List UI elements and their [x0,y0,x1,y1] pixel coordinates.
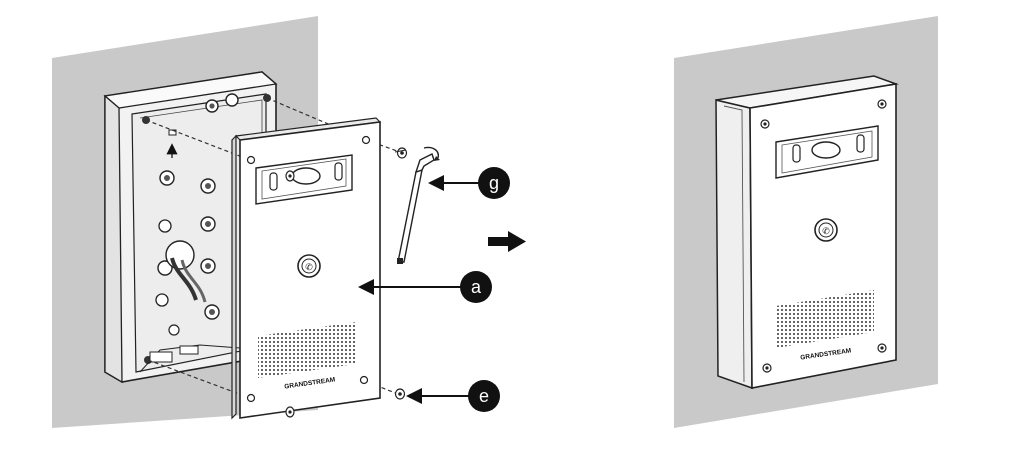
callout-g: g [478,167,510,199]
callout-a-label: a [471,277,482,297]
hex-key-icon [397,146,440,264]
speaker-grill [258,322,356,378]
screw-bottom-left [285,406,295,418]
camera-lens-icon-assembled [811,141,841,159]
screw-top-left [285,170,295,182]
front-panel-exploded: ✆ GRANDSTREAM [231,117,382,420]
callout-g-label: g [489,173,499,193]
screw-bottom-right [394,388,406,400]
leader-lines [358,175,480,404]
callout-e: e [468,380,500,412]
callout-e-label: e [479,386,489,406]
phone-icon-assembled: ✆ [822,226,830,236]
speaker-grill-assembled [776,290,874,348]
screw-top-right [394,147,408,159]
right-arrow-icon [488,231,526,252]
callout-a: a [460,271,492,303]
phone-icon: ✆ [305,262,313,272]
camera-lens-icon [291,167,321,185]
assembled-unit: ✆ GRANDSTREAM [715,75,899,390]
